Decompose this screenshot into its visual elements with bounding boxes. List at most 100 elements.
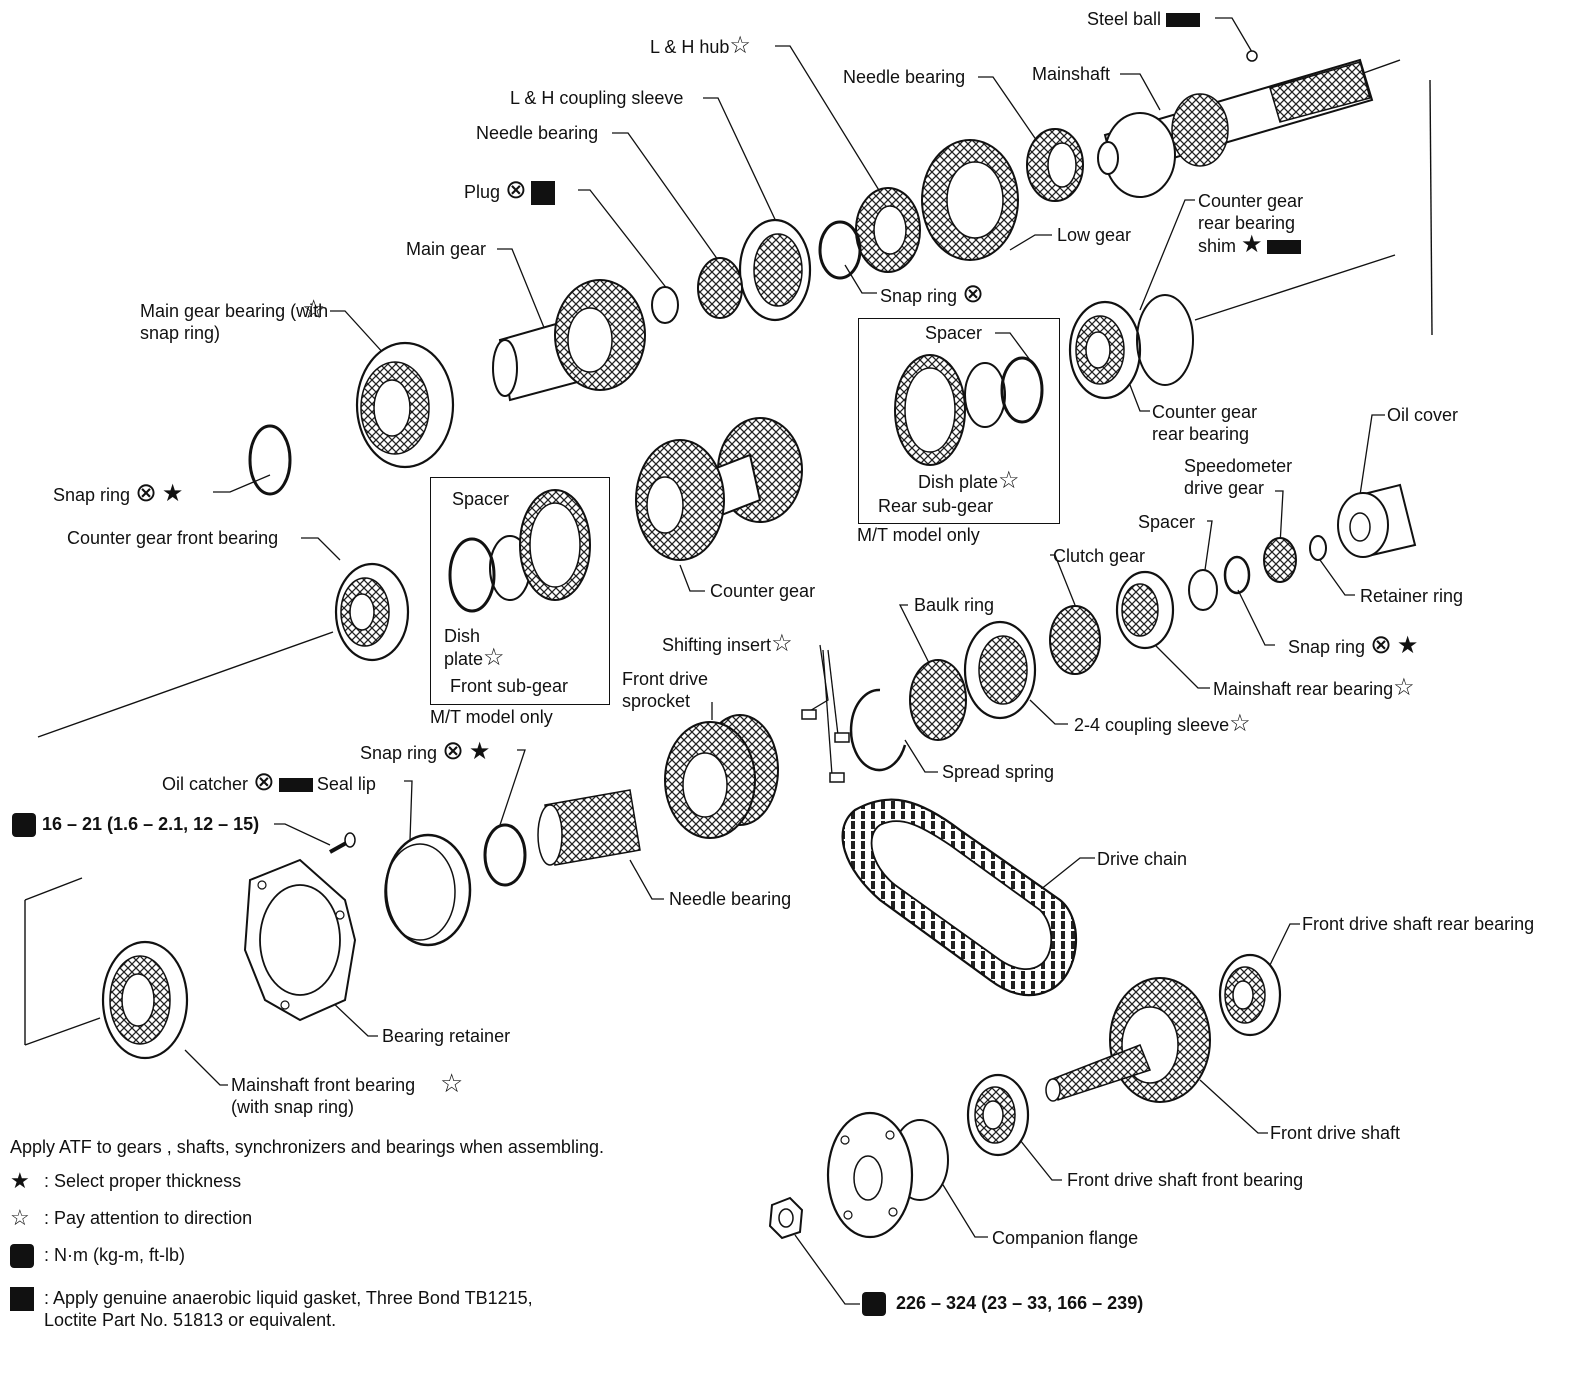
replace-icon: ⊗ [962,278,984,308]
spread-spring-part [849,688,907,772]
label-counter-gear-front-bearing: Counter gear front bearing [67,528,279,548]
clutch-gear-part [1049,605,1101,675]
drive-chain-part [841,798,1078,997]
centerlines [24,59,1433,1046]
label-shifting-insert: Shifting insert☆ [662,630,793,657]
spacer-mid-part [1188,569,1218,611]
label-needle-bearing-upper: Needle bearing [476,123,599,143]
front-drive-shaft-rear-bearing-part [1218,953,1282,1037]
filled-star-icon: ★ [1396,632,1419,659]
companion-flange-part [826,1111,949,1239]
replace-icon: ⊗ [442,735,464,765]
filled-star-icon: ★ [1241,231,1263,258]
gasket-icon [530,181,555,206]
needle-bearing-upper-part [697,257,743,319]
baulk-ring-part [909,659,967,741]
legend-pay-attention: ☆ : Pay attention to direction [10,1205,253,1230]
label-lh-hub: L & H hub☆ [650,32,751,59]
legend-select-thickness: ★ : Select proper thickness [10,1168,242,1193]
legend-torque-units: : N·m (kg-m, ft-lb) [10,1244,604,1272]
front-drive-sprocket-part [664,714,779,839]
legend-intro: Apply ATF to gears , shafts, synchronize… [10,1137,604,1157]
outline-star-icon: ☆ [1229,710,1251,737]
label-front-drive-shaft: Front drive shaft [1270,1123,1401,1143]
label-bearing-retainer: Bearing retainer [382,1026,511,1046]
label-lh-coupling-sleeve: L & H coupling sleeve [510,88,684,108]
label-front-drive-sprocket: Front drive sprocket [622,669,709,711]
snap-ring-mid-part [483,823,527,887]
label-spacer-lt: Spacer [452,489,510,509]
torque-icon [12,813,36,838]
nut-part [768,1196,804,1240]
label-oil-catcher: Oil catcher ⊗Seal lip [162,766,376,796]
needle-bearing-top-part [1026,128,1084,202]
filled-star-icon: ★ [10,1168,30,1193]
needle-bearing-lower-part [537,789,641,866]
label-plug: Plug ⊗ [464,176,555,206]
front-drive-shaft-part [1045,977,1211,1103]
counter-gear-part [635,417,803,561]
label-spread-spring: Spread spring [942,762,1055,782]
oil-cover-part [1337,483,1417,558]
label-main-gear: Main gear [406,239,487,259]
label-mt-model-only-left: M/T model only [430,707,553,727]
speedometer-gear-part [1263,537,1297,583]
label-counter-gear-rear-bearing: Counter gear rear bearing [1152,402,1258,444]
label-speedometer-drive-gear: Speedometer drive gear [1184,456,1293,498]
grease-icon [1266,240,1301,255]
replace-icon: ⊗ [253,766,275,796]
oil-catcher-part [384,833,472,947]
label-rear-sub-gear: Rear sub-gear [878,496,994,516]
replace-icon: ⊗ [505,174,527,204]
label-torque-small: 16 – 21 (1.6 – 2.1, 12 – 15) [12,813,259,838]
label-mainshaft: Mainshaft [1032,64,1111,84]
main-gear-bearing-part [355,341,455,469]
snap-ring-right-part [1223,555,1251,595]
mt-box-right [858,318,1060,524]
outline-star-icon: ☆ [1393,674,1415,701]
outline-star-icon: ☆ [10,1205,30,1230]
bearing-retainer-part [243,858,357,1022]
label-torque-large: 226 – 324 (23 – 33, 166 – 239) [862,1292,1143,1317]
grease-icon [278,778,313,793]
label-main-gear-bearing: Main gear bearing (with snap ring) [140,301,329,343]
mainshaft-front-bearing-part [101,940,189,1060]
label-coupling-sleeve-24: 2-4 coupling sleeve☆ [1074,710,1251,737]
label-snap-ring-mid: Snap ring ⊗ ★ [360,735,491,765]
filled-star-icon: ★ [161,480,184,507]
torque-icon [10,1244,44,1272]
label-front-sub-gear: Front sub-gear [450,676,569,696]
gasket-icon [10,1287,44,1315]
shifting-insert-parts [801,709,850,783]
legend: Apply ATF to gears , shafts, synchronize… [10,1136,604,1346]
mt-right-parts [894,354,1044,466]
counter-gear-front-bearing-part [334,562,410,662]
outline-star-icon: ☆ [998,467,1020,494]
lh-hub-part [855,187,921,273]
filled-star-icon: ★ [468,738,491,765]
plug-part [651,286,679,324]
main-gear-part [492,279,646,402]
leader-lines [184,17,1385,1305]
snap-ring-top-part [818,220,862,280]
grease-icon [1166,13,1201,28]
low-gear-part [921,139,1019,261]
label-dish-plate-lt: Dish plate☆ [444,626,505,671]
torque-icon [862,1292,886,1317]
mainshaft-part [1097,50,1374,198]
label-snap-ring-top: Snap ring ⊗ [880,278,984,308]
label-low-gear: Low gear [1057,225,1132,245]
front-drive-shaft-front-bearing-part [966,1073,1030,1157]
coupling-sleeve-24-part [963,620,1037,720]
outline-star-main-gear-bearing: ☆ [302,294,326,324]
label-snap-ring-left: Snap ring ⊗ ★ [53,477,184,507]
outline-star-icon: ☆ [771,630,793,657]
replace-icon: ⊗ [1370,629,1392,659]
mt-left-parts [448,489,591,613]
label-seal-lip: Seal lip [316,774,376,794]
label-dish-plate-rt: Dish plate☆ [918,467,1020,494]
label-mt-model-only-right: M/T model only [857,525,980,545]
label-mainshaft-rear-bearing: Mainshaft rear bearing☆ [1213,674,1415,701]
mainshaft-rear-bearing-part [1115,570,1175,650]
